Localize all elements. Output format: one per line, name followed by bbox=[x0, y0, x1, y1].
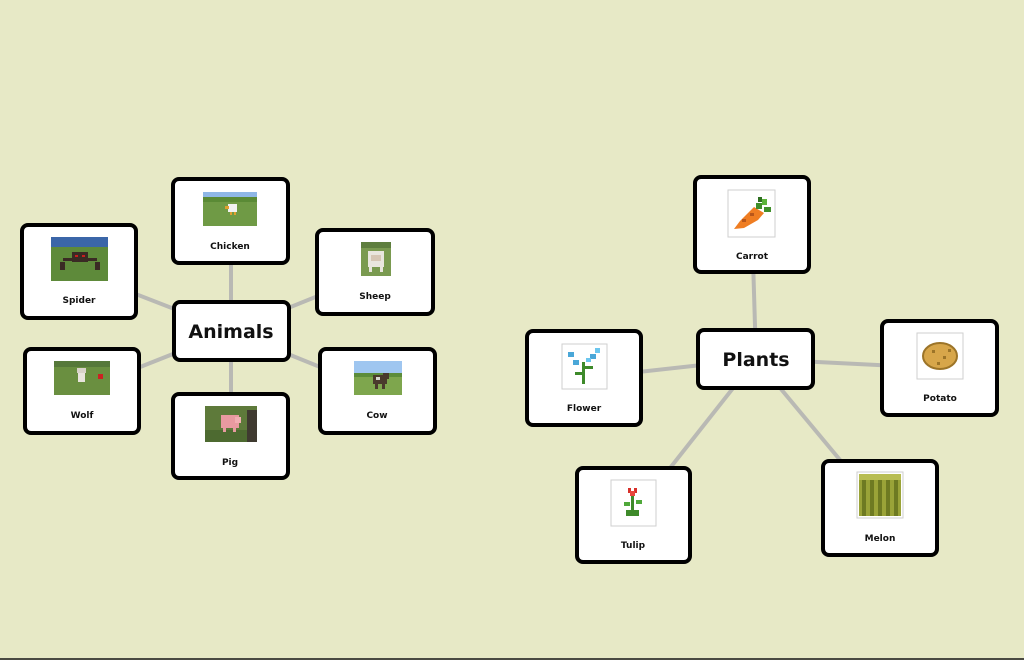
node-cow-label: Cow bbox=[366, 411, 387, 421]
hub-plants[interactable]: Plants bbox=[696, 328, 815, 390]
carrot-icon bbox=[727, 189, 776, 238]
pig-icon bbox=[205, 406, 257, 442]
node-carrot-label: Carrot bbox=[736, 252, 769, 262]
node-carrot[interactable]: Carrot bbox=[693, 175, 811, 274]
node-chicken-label: Chicken bbox=[210, 242, 250, 252]
node-pig-label: Pig bbox=[222, 458, 238, 468]
node-sheep-label: Sheep bbox=[359, 292, 391, 302]
sheep-icon bbox=[361, 242, 391, 276]
node-potato[interactable]: Potato bbox=[880, 319, 999, 417]
node-wolf[interactable]: Wolf bbox=[23, 347, 141, 435]
flower-icon bbox=[561, 343, 608, 390]
node-cow[interactable]: Cow bbox=[318, 347, 437, 435]
chicken-icon bbox=[203, 192, 257, 226]
wolf-icon bbox=[54, 361, 110, 395]
node-flower[interactable]: Flower bbox=[525, 329, 643, 427]
node-wolf-label: Wolf bbox=[71, 411, 94, 421]
melon-icon bbox=[856, 471, 904, 519]
hub-plants-label: Plants bbox=[722, 349, 789, 371]
hub-animals-label: Animals bbox=[188, 321, 273, 343]
node-tulip-label: Tulip bbox=[621, 541, 646, 551]
cow-icon bbox=[354, 361, 402, 395]
potato-icon bbox=[916, 332, 964, 380]
node-melon-label: Melon bbox=[865, 534, 896, 544]
bottom-border bbox=[0, 658, 1024, 660]
node-flower-label: Flower bbox=[567, 404, 602, 414]
spider-icon bbox=[51, 237, 108, 281]
node-melon[interactable]: Melon bbox=[821, 459, 939, 557]
node-spider-label: Spider bbox=[63, 296, 97, 306]
node-potato-label: Potato bbox=[923, 394, 957, 404]
node-pig[interactable]: Pig bbox=[171, 392, 290, 480]
hub-animals[interactable]: Animals bbox=[172, 300, 291, 362]
tulip-icon bbox=[610, 479, 657, 527]
node-spider[interactable]: Spider bbox=[20, 223, 138, 320]
node-chicken[interactable]: Chicken bbox=[171, 177, 290, 265]
node-sheep[interactable]: Sheep bbox=[315, 228, 435, 316]
node-tulip[interactable]: Tulip bbox=[575, 466, 692, 564]
